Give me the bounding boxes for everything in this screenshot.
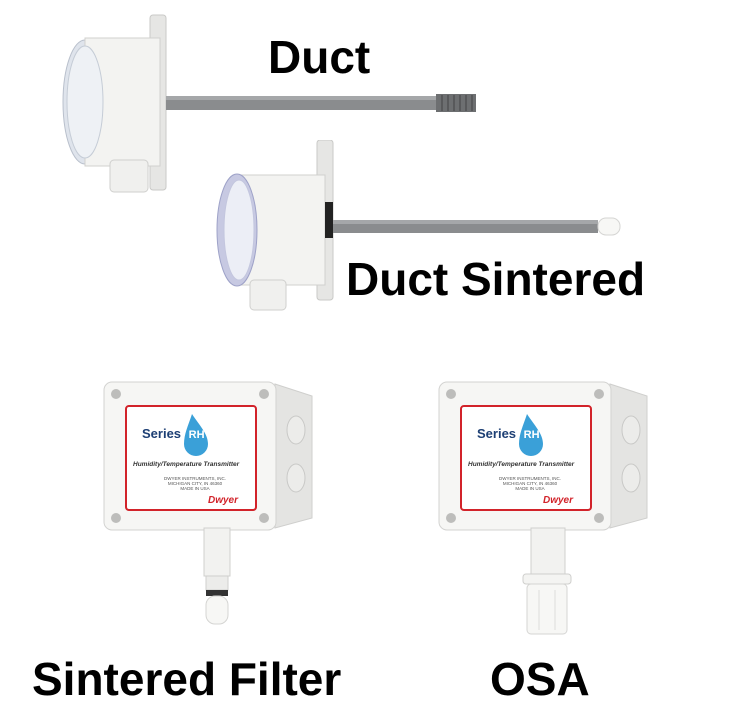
enclosure-1-maker: DWYER INSTRUMENTS, INC. MICHIGAN CITY, I…: [163, 476, 226, 491]
sintered-filter-product-image: [100, 378, 320, 648]
osa-product-image: [435, 378, 655, 648]
enclosure-2-brand-logo: Dwyer: [543, 495, 574, 506]
duct-sintered-product-image: [205, 140, 630, 320]
sintered-filter-label: Sintered Filter: [32, 653, 342, 705]
duct-product-image: [55, 10, 485, 200]
enclosure-2-series-text: Series RH: [477, 426, 540, 441]
enclosure-2-maker: DWYER INSTRUMENTS, INC. MICHIGAN CITY, I…: [498, 476, 561, 491]
osa-label: OSA: [490, 653, 590, 705]
duct-label: Duct: [268, 31, 371, 83]
enclosure-1-brand-logo: Dwyer: [208, 495, 239, 506]
duct-sintered-label: Duct Sintered: [346, 253, 646, 305]
enclosure-1-series-text: Series RH: [142, 426, 205, 441]
enclosure-2-title: Humidity/Temperature Transmitter: [468, 461, 575, 468]
enclosure-1-title: Humidity/Temperature Transmitter: [133, 461, 240, 468]
